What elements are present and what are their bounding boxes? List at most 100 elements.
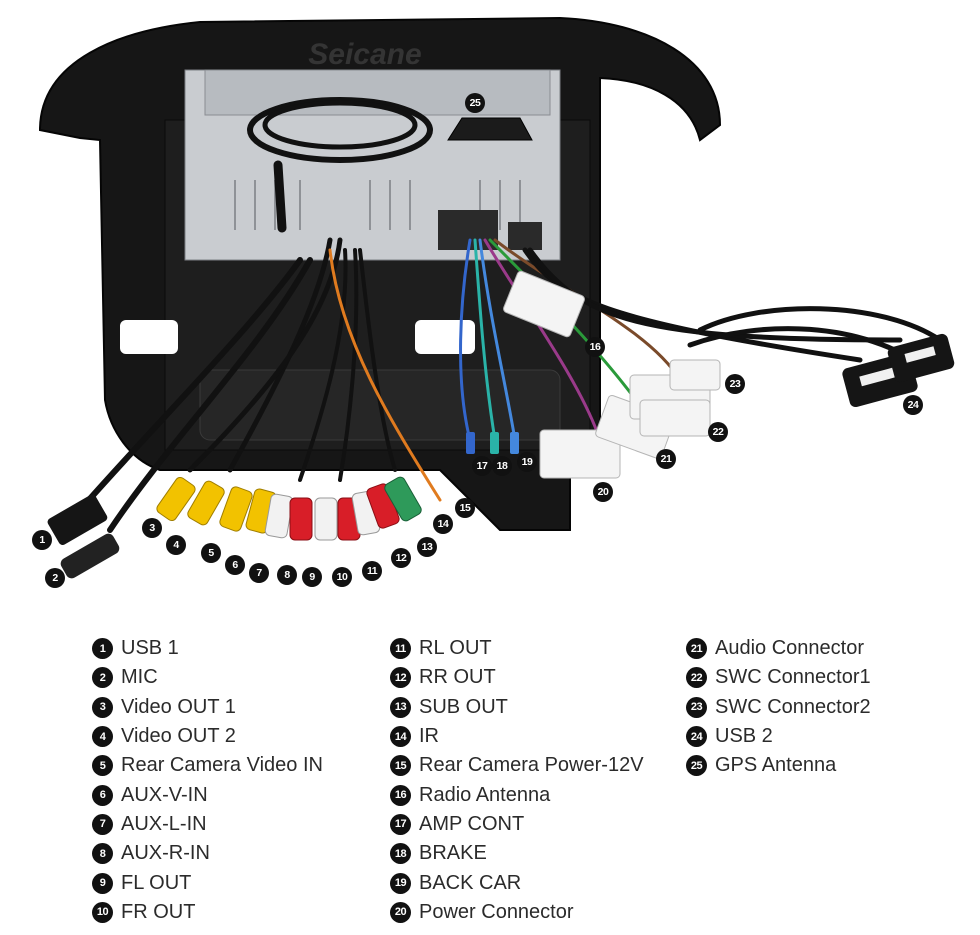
legend-label: AUX-L-IN <box>121 812 207 835</box>
callout-marker: 19 <box>517 452 537 472</box>
gps-cable-coil <box>247 97 433 163</box>
legend-number-badge: 10 <box>92 901 113 923</box>
callout-marker: 25 <box>465 93 485 113</box>
legend-label: Rear Camera Power-12V <box>419 754 644 777</box>
callout-marker: 12 <box>391 548 411 568</box>
legend-number-badge: 6 <box>92 784 113 806</box>
legend-number-badge: 16 <box>390 784 411 806</box>
callout-marker: 22 <box>708 422 728 442</box>
legend-number-badge: 3 <box>92 696 113 718</box>
legend-item: 1 USB 1 <box>92 634 323 663</box>
legend-item: 19 BACK CAR <box>390 868 644 897</box>
callout-marker: 14 <box>433 514 453 534</box>
legend-item: 25 GPS Antenna <box>686 751 871 780</box>
legend-label: Video OUT 2 <box>121 725 236 748</box>
legend-label: SWC Connector1 <box>715 666 871 689</box>
callout-marker: 13 <box>417 537 437 557</box>
legend-label: Radio Antenna <box>419 783 551 806</box>
legend-number-badge: 25 <box>686 755 707 777</box>
legend-item: 23 SWC Connector2 <box>686 693 871 722</box>
legend-number-badge: 8 <box>92 843 113 865</box>
callout-marker: 1 <box>32 530 52 550</box>
legend-label: AUX-V-IN <box>121 783 208 806</box>
legend-label: Rear Camera Video IN <box>121 754 323 777</box>
legend-item: 10 FR OUT <box>92 898 323 927</box>
callout-marker: 15 <box>455 498 475 518</box>
callout-marker: 4 <box>166 535 186 555</box>
legend-number-badge: 22 <box>686 667 707 689</box>
legend-label: FR OUT <box>121 900 196 923</box>
legend-item: 16 Radio Antenna <box>390 780 644 809</box>
legend-item: 14 IR <box>390 722 644 751</box>
legend-label: IR <box>419 725 439 748</box>
legend-item: 24 USB 2 <box>686 722 871 751</box>
legend-number-badge: 1 <box>92 638 113 660</box>
legend-number-badge: 12 <box>390 667 411 689</box>
legend-label: Power Connector <box>419 900 574 923</box>
legend-label: RR OUT <box>419 666 496 689</box>
usb-socket <box>508 222 542 250</box>
radio-antenna-whip <box>273 160 287 233</box>
callout-marker: 8 <box>277 565 297 585</box>
legend-label: Audio Connector <box>715 637 864 660</box>
legend-item: 3 Video OUT 1 <box>92 693 323 722</box>
callout-marker: 16 <box>585 337 605 357</box>
legend-number-badge: 5 <box>92 755 113 777</box>
legend-label: USB 1 <box>121 637 179 660</box>
legend-label: AUX-R-IN <box>121 842 210 865</box>
legend-number-badge: 17 <box>390 813 411 835</box>
chassis-vents <box>234 180 521 230</box>
legend-item: 15 Rear Camera Power-12V <box>390 751 644 780</box>
legend-label: SUB OUT <box>419 695 508 718</box>
legend-label: GPS Antenna <box>715 754 837 777</box>
rca-plugs <box>156 476 422 541</box>
brand-logo: Seicane <box>308 38 421 71</box>
legend-item: 12 RR OUT <box>390 663 644 692</box>
callout-marker: 11 <box>362 561 382 581</box>
callout-marker: 6 <box>225 555 245 575</box>
legend-number-badge: 18 <box>390 843 411 865</box>
frame-slot-right <box>415 320 475 354</box>
legend-number-badge: 23 <box>686 696 707 718</box>
legend-item: 5 Rear Camera Video IN <box>92 751 323 780</box>
mic-plug <box>60 533 120 579</box>
callout-marker: 24 <box>903 395 923 415</box>
legend-label: SWC Connector2 <box>715 695 871 718</box>
callout-marker: 9 <box>302 567 322 587</box>
callout-marker: 20 <box>593 482 613 502</box>
legend-label: MIC <box>121 666 158 689</box>
legend-item: 8 AUX-R-IN <box>92 839 323 868</box>
legend-number-badge: 19 <box>390 872 411 894</box>
legend-label: BACK CAR <box>419 871 522 894</box>
legend-number-badge: 11 <box>390 638 411 660</box>
legend-number-badge: 24 <box>686 726 707 748</box>
callout-marker: 5 <box>201 543 221 563</box>
legend-number-badge: 15 <box>390 755 411 777</box>
frame-slot-left <box>120 320 178 354</box>
callout-marker: 7 <box>249 563 269 583</box>
legend-label: Video OUT 1 <box>121 695 236 718</box>
legend-label: FL OUT <box>121 871 192 894</box>
callout-marker: 17 <box>472 456 492 476</box>
gps-antenna <box>447 117 533 141</box>
usb1-plug <box>47 494 108 546</box>
callout-marker: 18 <box>492 456 512 476</box>
callout-marker: 2 <box>45 568 65 588</box>
wiring-diagram-photo: Seicane <box>38 16 955 579</box>
legend-number-badge: 14 <box>390 726 411 748</box>
legend-label: USB 2 <box>715 725 773 748</box>
callout-marker: 10 <box>332 567 352 587</box>
legend-label: RL OUT <box>419 637 492 660</box>
